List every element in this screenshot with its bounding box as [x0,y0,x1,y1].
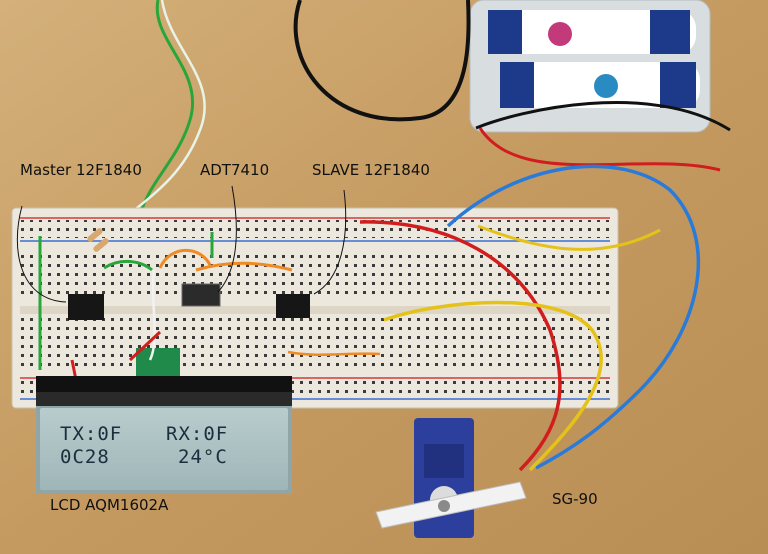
sg90-servo [375,418,527,538]
label-lcd: LCD AQM1602A [50,496,169,514]
label-master-pic: Master 12F1840 [20,161,142,179]
label-servo: SG-90 [552,490,598,508]
adt7410-module [181,283,221,307]
green-wire-pair [138,0,194,216]
resistor [93,238,109,252]
blue-servo-wire [446,164,701,470]
pointer-line-master [16,205,67,303]
yellow-wire [477,224,661,251]
label-adt7410: ADT7410 [200,161,270,179]
lcd-raw-value: 0C28 [60,446,110,468]
orange-wire [287,350,381,356]
pointer-line-slave [313,189,347,295]
red-servo-wire [359,220,562,472]
slave-pic-chip [276,294,310,318]
lcd-screen [40,408,288,490]
orange-wire [158,248,212,269]
red-battery-lead [478,127,721,172]
lcd-rx-readout: RX:0F [166,423,229,445]
yellow-servo-wire [383,300,603,472]
white-wire [148,269,156,361]
resistor [87,228,103,242]
pointer-line-adt [217,185,237,293]
lcd-temperature: 24°C [178,446,228,468]
battery-holder [469,0,711,133]
red-wire [128,330,162,362]
lcd-adapter-board [136,348,180,378]
black-battery-lead [475,101,731,132]
label-slave-pic: SLAVE 12F1840 [312,161,430,179]
white-wire [127,0,206,216]
orange-wire [195,261,293,272]
master-pic-chip [68,294,104,320]
green-wire [103,260,153,272]
lcd-tx-readout: TX:0F [60,423,123,445]
black-cable [293,0,471,122]
